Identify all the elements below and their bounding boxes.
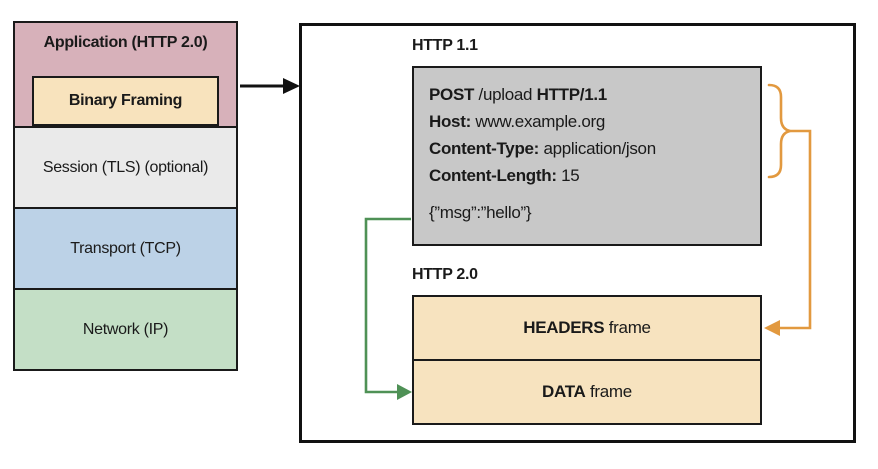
protocol-stack: Application (HTTP 2.0) Binary Framing Se… <box>13 21 238 371</box>
request-line-3: Content-Type: application/json <box>429 135 760 162</box>
layer-transport: Transport (TCP) <box>15 207 236 288</box>
http11-request-box: POST /upload HTTP/1.1 Host: www.example.… <box>412 66 762 246</box>
layer-application: Application (HTTP 2.0) Binary Framing <box>15 23 236 126</box>
host-header-name: Host: <box>429 112 471 131</box>
request-json-body: {”msg”:”hello”} <box>429 203 532 222</box>
http2-label: HTTP 2.0 <box>412 266 478 283</box>
request-version: HTTP/1.1 <box>536 85 608 104</box>
binary-framing-box: Binary Framing <box>32 76 219 126</box>
layer-application-label: Application (HTTP 2.0) <box>43 34 208 51</box>
content-type-header-name: Content-Type: <box>429 139 540 158</box>
layer-session: Session (TLS) (optional) <box>15 126 236 207</box>
headers-frame-label: frame <box>604 318 651 337</box>
layer-network-label: Network (IP) <box>82 320 169 338</box>
stack-to-detail-arrow <box>240 78 300 94</box>
headers-frame-keyword: HEADERS <box>523 318 605 337</box>
http2-frames-box: HEADERS frame DATA frame <box>412 295 762 425</box>
http11-label: HTTP 1.1 <box>412 37 478 54</box>
binary-framing-label: Binary Framing <box>68 92 183 109</box>
framing-detail-box: HTTP 1.1 POST /upload HTTP/1.1 Host: www… <box>299 23 856 443</box>
content-length-header-name: Content-Length: <box>429 166 557 185</box>
content-type-header-value: application/json <box>539 139 656 158</box>
data-frame-keyword: DATA <box>542 382 586 401</box>
request-line-1: POST /upload HTTP/1.1 <box>429 81 760 108</box>
request-line-4: Content-Length: 15 <box>429 162 760 189</box>
layer-network: Network (IP) <box>15 288 236 369</box>
data-frame: DATA frame <box>414 359 760 423</box>
data-frame-label: frame <box>585 382 632 401</box>
request-path: /upload <box>474 85 537 104</box>
host-header-value: www.example.org <box>470 112 606 131</box>
request-method: POST <box>429 85 475 104</box>
headers-frame: HEADERS frame <box>414 297 760 359</box>
content-length-header-value: 15 <box>556 166 580 185</box>
layer-transport-label: Transport (TCP) <box>70 239 181 257</box>
layer-session-label: Session (TLS) (optional) <box>42 158 209 176</box>
request-line-2: Host: www.example.org <box>429 108 760 135</box>
